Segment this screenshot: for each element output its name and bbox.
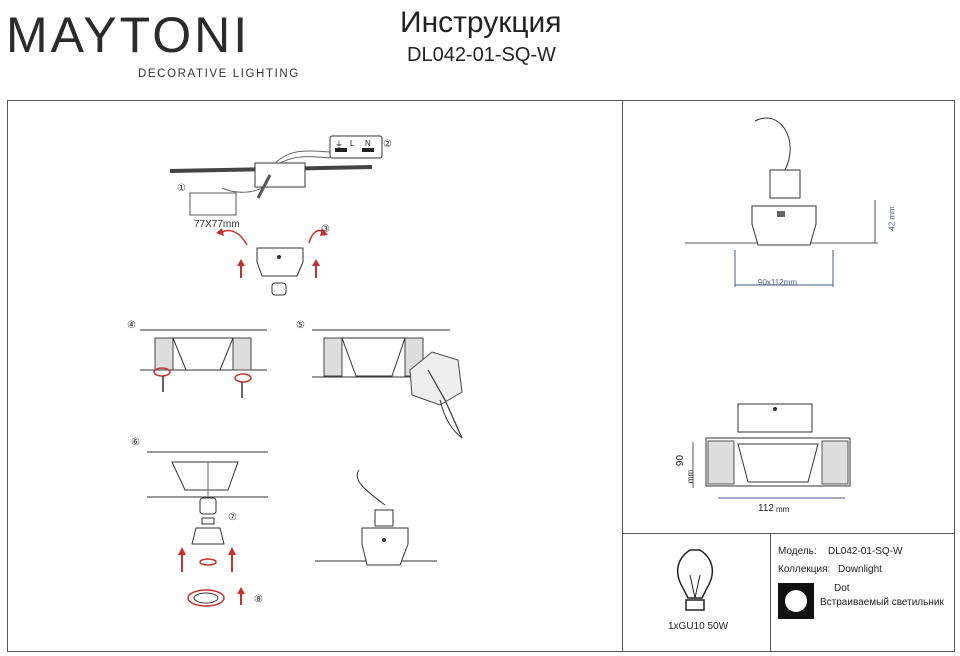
series-name: Dot (834, 583, 850, 594)
step-3-marker: ③ (321, 224, 330, 235)
brand-tagline: DECORATIVE LIGHTING (138, 68, 300, 80)
product-type: Встраиваемый светильник (820, 597, 944, 608)
info-divider (770, 533, 771, 652)
step-5-marker: ⑤ (296, 320, 305, 331)
frame-divider-horizontal (622, 533, 955, 534)
model-label: Модель: (778, 546, 817, 557)
wire-n-label: N (365, 139, 371, 148)
series-icon-dot (785, 590, 807, 612)
step-1-marker: ① (177, 183, 186, 194)
wire-l-label: L (350, 139, 355, 148)
document-model: DL042-01-SQ-W (407, 44, 556, 66)
cutout-dimension: 77X77mm (194, 219, 240, 230)
series-icon (778, 583, 814, 619)
collection-label: Коллекция: (778, 564, 831, 575)
frame-divider-vertical (622, 100, 623, 652)
overall-dimension: 90x112mm (758, 278, 797, 287)
step-2-marker: ② (383, 139, 392, 150)
step-4-marker: ④ (127, 320, 136, 331)
document-title: Инструкция (400, 6, 562, 39)
width-dimension-value: 112 (758, 503, 774, 514)
brand-logo: MAYTONI (6, 7, 251, 63)
step-6-marker: ⑥ (131, 437, 140, 448)
collection-value: Downlight (838, 564, 882, 575)
step-7-marker: ⑦ (228, 512, 237, 523)
width-dimension-unit: mm (776, 505, 790, 514)
lamp-spec: 1xGU10 50W (668, 621, 729, 632)
earth-icon: ⏚ (335, 140, 343, 149)
step-8-marker: ⑧ (254, 594, 263, 605)
drawing-frame (7, 100, 955, 652)
model-value: DL042-01-SQ-W (828, 546, 903, 557)
